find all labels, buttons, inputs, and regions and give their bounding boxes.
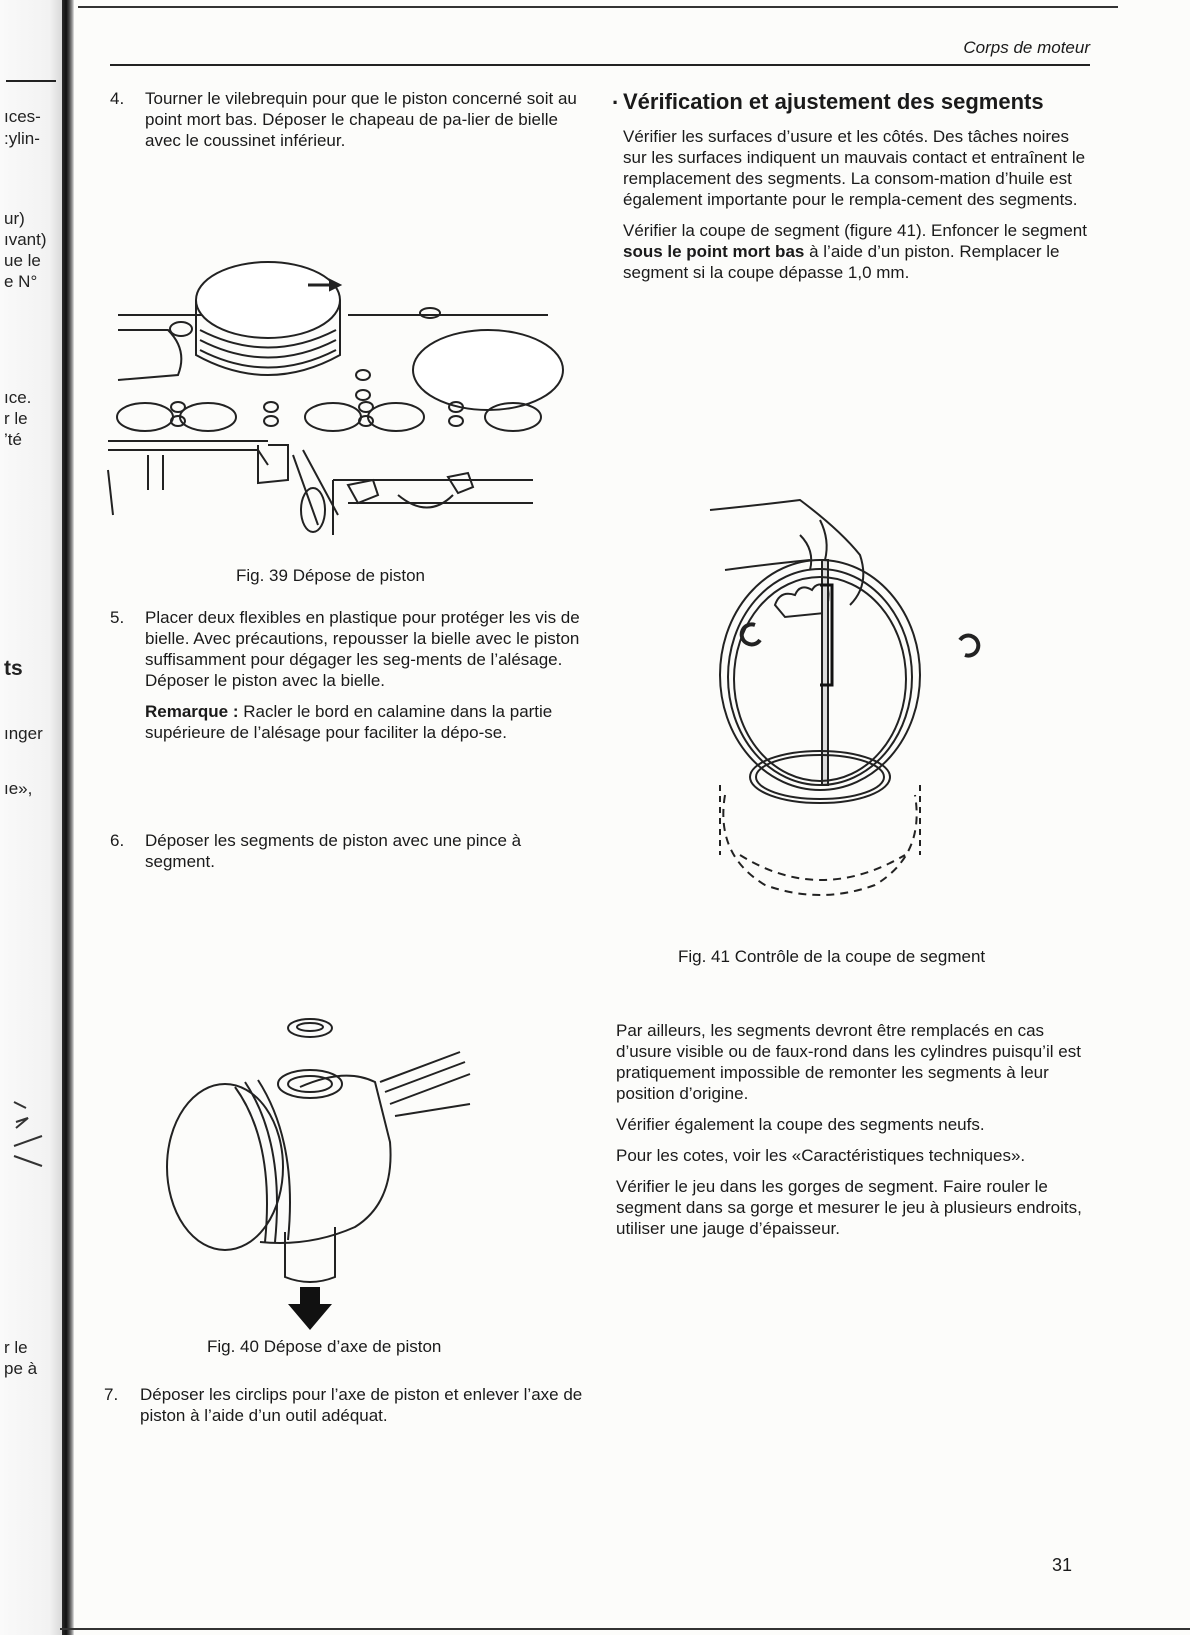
top-scan-line [78, 6, 1118, 8]
right-column-body-bottom: Par ailleurs, les segments devront être … [616, 1020, 1086, 1249]
step-number: 4. [110, 89, 125, 108]
step-text: Tourner le vilebrequin pour que le pisto… [145, 89, 577, 150]
prev-page-fragment: r le [4, 1338, 28, 1357]
paragraph-groove-clearance: Vérifier le jeu dans les gorges de segme… [616, 1177, 1082, 1238]
figure-40-caption: Fig. 40 Dépose d’axe de piston [207, 1337, 442, 1356]
prev-page-fragment: ıces- [4, 107, 41, 126]
prev-page-fragment: ıvant) [4, 230, 47, 249]
scan-edge [0, 0, 62, 1635]
step-number: 5. [110, 608, 125, 627]
prev-page-fragment: pe à [4, 1359, 38, 1378]
note-label: Remarque : [145, 702, 239, 721]
prev-page-fragment: ur) [4, 209, 25, 228]
paragraph-replacement: Par ailleurs, les segments devront être … [616, 1021, 1081, 1103]
paragraph-gap-check: Vérifier la coupe de segment (figure 41)… [623, 220, 1088, 283]
prev-page-fragment: r le [4, 409, 28, 428]
prev-page-fragment: ınger [4, 724, 43, 743]
note-text: Racler le bord en calamine dans la parti… [145, 702, 553, 742]
piston-pin-removal-illustration [166, 1018, 471, 1330]
step-note: Remarque : Racler le bord en calamine da… [145, 701, 580, 743]
prev-page-fragment: e N° [4, 272, 38, 291]
binding-shadow [62, 0, 74, 1635]
step-text: Placer deux flexibles en plastique pour … [145, 608, 580, 690]
step-number: 6. [110, 831, 125, 850]
prev-page-fragment: :ylin- [4, 129, 40, 148]
step-text: Déposer les circlips pour l’axe de pisto… [140, 1385, 583, 1425]
prev-page-fragment: ıe», [4, 779, 33, 798]
section-header: Corps de moteur [963, 38, 1090, 57]
section-heading: Vérification et ajustement des segments [623, 89, 1044, 114]
step-number: 7. [104, 1385, 119, 1404]
emphasis-bdc: sous le point mort bas [623, 242, 805, 261]
ring-gap-check-illustration [709, 498, 981, 896]
figure-41-caption: Fig. 41 Contrôle de la coupe de segment [678, 947, 986, 966]
prev-page-marks [13, 1101, 43, 1167]
step-4: 4. Tourner le vilebrequin pour que le pi… [110, 88, 580, 158]
figure-39-caption: Fig. 39 Dépose de piston [236, 566, 426, 585]
step-6: 6. Déposer les segments de piston avec u… [110, 830, 580, 880]
prev-page-fragment: ue le [4, 251, 41, 270]
prev-page-fragment: ’té [4, 430, 22, 449]
step-7: 7. Déposer les circlips pour l’axe de pi… [104, 1384, 584, 1434]
paragraph-wear-check: Vérifier les surfaces d’usure et les côt… [623, 127, 1086, 209]
right-column-body-top: Vérifier les surfaces d’usure et les côt… [623, 126, 1088, 293]
page-number: 31 [1052, 1555, 1073, 1575]
header-rule [110, 64, 1090, 66]
prev-page-fragment: ıce. [4, 388, 32, 407]
step-text: Déposer les segments de piston avec une … [145, 831, 522, 871]
text-run: Vérifier la coupe de segment (figure 41)… [623, 221, 1087, 240]
text-run: à l’aide d’un piston. Remplacer le segme… [623, 242, 1060, 282]
heading-bullet: · [612, 90, 620, 115]
prev-page-rule [6, 80, 56, 82]
bottom-scan-line [60, 1628, 1190, 1630]
step-5: 5. Placer deux flexibles en plastique po… [110, 607, 580, 787]
prev-page-fragment: ts [4, 657, 23, 680]
paragraph-specs-reference: Pour les cotes, voir les «Caractéristiqu… [616, 1146, 1026, 1165]
paragraph-new-rings: Vérifier également la coupe des segments… [616, 1115, 985, 1134]
piston-removal-illustration [107, 261, 564, 535]
